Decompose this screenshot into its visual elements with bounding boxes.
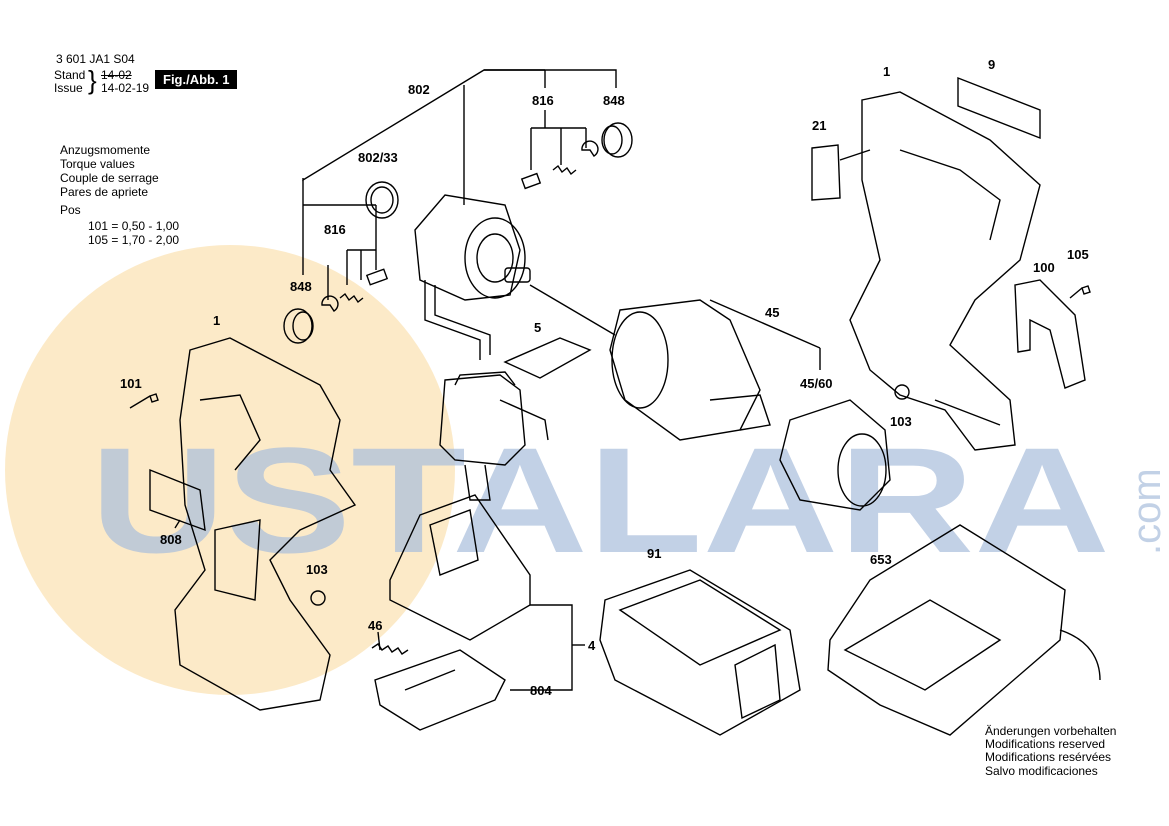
label-part-808 bbox=[149, 468, 206, 532]
footer-line-de: Änderungen vorbehalten bbox=[985, 724, 1117, 738]
housing-left bbox=[174, 337, 357, 711]
callout-45-60: 45/60 bbox=[800, 376, 833, 391]
nut-103b bbox=[894, 384, 910, 400]
callout-103-right: 103 bbox=[890, 414, 912, 429]
callout-5: 5 bbox=[534, 320, 542, 335]
callout-46: 46 bbox=[368, 618, 383, 633]
brush-set-top bbox=[520, 122, 633, 190]
callout-45: 45 bbox=[765, 305, 780, 320]
callout-105: 105 bbox=[1067, 247, 1089, 262]
torque-line-de: Anzugsmomente bbox=[60, 143, 151, 157]
brush-set-left bbox=[283, 268, 389, 344]
switch-module bbox=[439, 371, 549, 501]
screw-101 bbox=[129, 393, 159, 409]
o-ring bbox=[365, 181, 399, 219]
leader-4 bbox=[510, 604, 585, 691]
new-date: 14-02-19 bbox=[101, 81, 150, 95]
old-date: 14-02 bbox=[101, 68, 132, 82]
torque-value-105: 105 = 1,70 - 2,00 bbox=[88, 233, 180, 247]
callout-802: 802 bbox=[408, 82, 430, 97]
brace: } bbox=[88, 65, 97, 95]
footer-line-fr: Modifications resérvées bbox=[985, 750, 1112, 764]
bumper-cover bbox=[779, 399, 891, 511]
watermark-circle bbox=[5, 245, 455, 695]
watermark-suffix: .com bbox=[1125, 468, 1169, 555]
callout-802-33: 802/33 bbox=[358, 150, 398, 165]
gear-housing bbox=[609, 299, 771, 441]
callout-101: 101 bbox=[120, 376, 142, 391]
callout-1-right: 1 bbox=[883, 64, 891, 79]
callout-808: 808 bbox=[160, 532, 182, 547]
leader-45 bbox=[709, 299, 821, 370]
callout-21: 21 bbox=[812, 118, 827, 133]
contact-plate bbox=[374, 649, 506, 731]
leader-816-left bbox=[327, 205, 377, 300]
spring-46 bbox=[371, 643, 409, 655]
callout-816-top: 816 bbox=[532, 93, 554, 108]
leader-802 bbox=[302, 69, 617, 275]
figure-label: Fig./Abb. 1 bbox=[155, 70, 238, 89]
motor-assembly bbox=[414, 194, 616, 360]
screw-105 bbox=[1069, 285, 1091, 299]
callout-653: 653 bbox=[870, 552, 892, 567]
charger bbox=[827, 524, 1101, 736]
torque-value-101: 101 = 0,50 - 1,00 bbox=[88, 219, 180, 233]
callout-1-left: 1 bbox=[213, 313, 221, 328]
part-number: 3 601 JA1 S04 bbox=[56, 52, 135, 66]
battery-interface bbox=[389, 494, 531, 641]
callout-91: 91 bbox=[647, 546, 662, 561]
torque-line-fr: Couple de serrage bbox=[60, 171, 159, 185]
label-part-9 bbox=[957, 76, 1041, 140]
housing-right bbox=[849, 91, 1041, 451]
pos-label: Pos bbox=[60, 203, 81, 217]
label-part-5 bbox=[503, 337, 592, 379]
nut-103a bbox=[310, 590, 326, 606]
footer-line-en: Modifications reserved bbox=[985, 737, 1106, 751]
callout-848-top: 848 bbox=[603, 93, 625, 108]
callout-9: 9 bbox=[988, 57, 996, 72]
battery-pack bbox=[599, 569, 801, 736]
watermark-text: USTALARA bbox=[90, 416, 1110, 584]
callout-848-left: 848 bbox=[290, 279, 312, 294]
issue-label: Issue bbox=[54, 81, 83, 95]
belt-clip bbox=[1014, 279, 1086, 389]
callout-816-left: 816 bbox=[324, 222, 346, 237]
callout-4: 4 bbox=[588, 638, 596, 653]
footer-line-es: Salvo modificaciones bbox=[985, 764, 1098, 778]
callout-103-left: 103 bbox=[306, 562, 328, 577]
label-part-21 bbox=[811, 144, 841, 201]
stand-label: Stand bbox=[54, 68, 86, 82]
callout-804: 804 bbox=[530, 683, 552, 698]
leader-816-top bbox=[530, 110, 587, 170]
callout-100: 100 bbox=[1033, 260, 1055, 275]
torque-line-es: Pares de apriete bbox=[60, 185, 149, 199]
torque-line-en: Torque values bbox=[60, 157, 135, 171]
